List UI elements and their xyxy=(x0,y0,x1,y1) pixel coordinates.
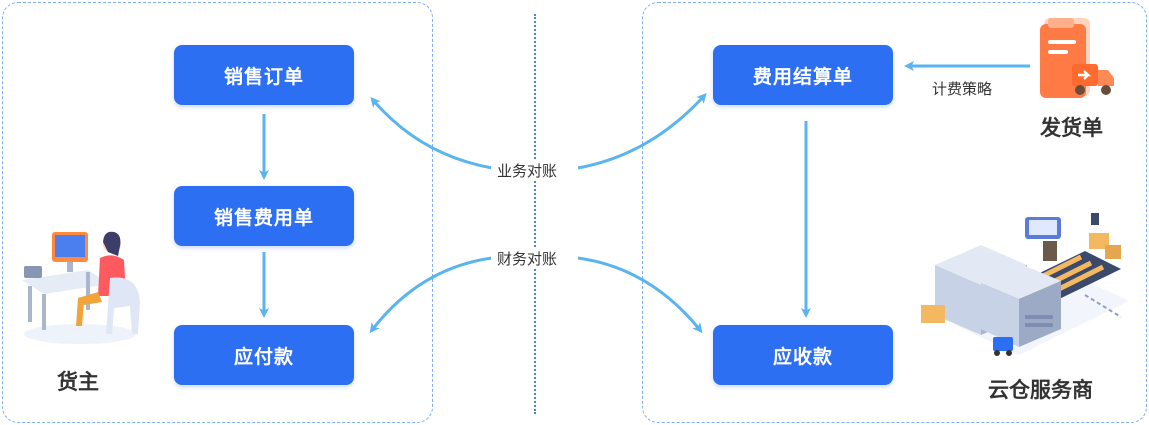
billing-policy-label: 计费策略 xyxy=(926,79,999,99)
sales-order-node[interactable]: 销售订单 xyxy=(174,45,354,105)
sales-expense-node[interactable]: 销售费用单 xyxy=(174,186,354,246)
arrow-business-to-settlement xyxy=(577,93,707,170)
warehouse-provider-caption: 云仓服务商 xyxy=(988,378,1093,402)
arrow-finance-to-receivable xyxy=(577,256,703,334)
receivable-node[interactable]: 应收款 xyxy=(713,325,893,385)
shipper-panel xyxy=(2,2,433,423)
shipping-document-icon xyxy=(1040,18,1114,98)
expense-settlement-node[interactable]: 费用结算单 xyxy=(713,45,893,105)
shipping-document-caption: 发货单 xyxy=(1040,116,1103,140)
payable-node[interactable]: 应付款 xyxy=(174,325,354,385)
warehouse-provider-panel xyxy=(642,2,1147,423)
warehouse-illustration xyxy=(921,213,1129,356)
arrow-finance-to-payable xyxy=(369,256,493,334)
business-reconcile-label: 业务对账 xyxy=(491,161,564,181)
arrow-business-to-order xyxy=(370,96,493,170)
center-divider xyxy=(534,14,536,414)
owner-caption: 货主 xyxy=(57,370,99,394)
owner-illustration xyxy=(22,231,140,344)
finance-reconcile-label: 财务对账 xyxy=(491,249,564,269)
